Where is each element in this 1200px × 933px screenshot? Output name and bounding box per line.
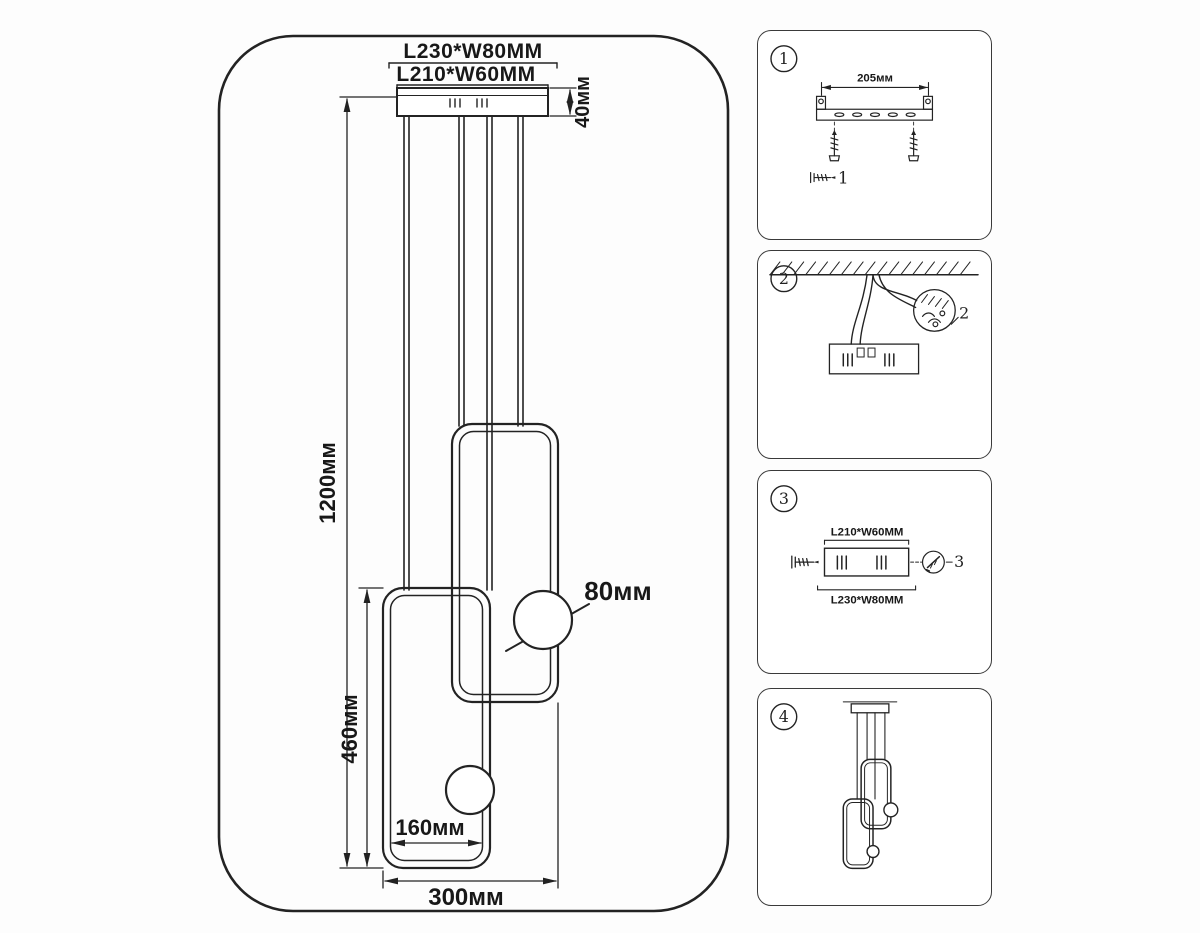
- step-4-number: 4: [779, 707, 789, 726]
- step-2-number: 2: [779, 269, 789, 288]
- step-3-label-outer: L230*W80MM: [831, 595, 904, 607]
- step-1-panel: 1 205мм 1: [757, 30, 992, 240]
- step-2-badge-circle: [770, 265, 798, 293]
- step-3-outer-dim-line: [817, 585, 917, 591]
- step-1-svg: 1 205мм 1: [770, 45, 934, 188]
- lower-ring: [381, 586, 492, 870]
- main-diagram-svg: L230*W80MM L210*W60MM 40мм 1200мм 80мм 4…: [217, 34, 730, 913]
- l230-dim-line: [388, 62, 558, 69]
- screw-right: [907, 121, 920, 162]
- step-3-badge-circle: [770, 485, 798, 513]
- step-3-screw-icon: [791, 555, 819, 569]
- label-l210-inner: L210*W60MM: [396, 63, 535, 86]
- dim-460-label: 460мм: [337, 694, 362, 763]
- mounting-bracket: [815, 95, 934, 121]
- step-2-panel: 2 2: [757, 250, 992, 459]
- step-4-panel: 4: [757, 688, 992, 906]
- ceiling-hatch: [769, 261, 979, 276]
- dim-300-line: [382, 702, 559, 889]
- step-3-svg: 3 L210*W60MM L230*W80MM 3: [770, 485, 964, 607]
- step-3-label-inner: L210*W60MM: [831, 526, 904, 538]
- step-4-badge-circle: [770, 703, 798, 731]
- dim-205-line: [820, 81, 930, 96]
- l210-dim-line: [396, 84, 549, 90]
- label-l230-outer: L230*W80MM: [403, 40, 542, 63]
- dim-160-label: 160мм: [395, 815, 464, 840]
- canopy-slots: [449, 98, 488, 108]
- canopy-drawing: [396, 87, 549, 117]
- wiring-detail-label: 2: [959, 303, 969, 322]
- dim-40-line: [549, 87, 577, 117]
- dim-460-line: [358, 587, 384, 867]
- step-4-svg: 4: [770, 701, 899, 870]
- dim-205-label: 205мм: [857, 73, 893, 85]
- ceiling-wires: [850, 274, 918, 345]
- mini-canopy: [850, 703, 890, 714]
- mini-lower-ring: [842, 798, 874, 870]
- upper-ring: [450, 422, 560, 704]
- assembled-lamp: [842, 701, 899, 870]
- step-3-inner-dim-line: [823, 539, 910, 545]
- step-3-number: 3: [779, 489, 789, 508]
- mini-ball-large: [883, 802, 899, 818]
- dim-300-label: 300мм: [428, 884, 504, 911]
- step-3-canopy-box: [823, 547, 910, 577]
- step-2-svg: 2 2: [769, 261, 979, 375]
- dim-80-label: 80мм: [584, 576, 651, 606]
- mini-ball-small: [866, 844, 880, 859]
- dim-40-label: 40мм: [572, 76, 594, 128]
- step-2-canopy-box: [828, 343, 920, 375]
- ball-small: [444, 764, 496, 816]
- rounded-border: [217, 34, 730, 913]
- suspension-wires: [403, 115, 524, 591]
- step-1-number: 1: [779, 49, 789, 68]
- step-1-badge-circle: [770, 45, 798, 73]
- step-3-screw-label: 3: [954, 552, 964, 571]
- mini-upper-ring: [860, 758, 892, 830]
- step-3-panel: 3 L210*W60MM L230*W80MM 3: [757, 470, 992, 674]
- wiring-detail-circle: [912, 288, 959, 332]
- dim-1200-line: [339, 96, 398, 869]
- mini-wires: [856, 712, 886, 800]
- screw-left: [828, 121, 841, 162]
- screw-size-label: 1: [838, 168, 849, 188]
- dim-1200-label: 1200мм: [315, 442, 340, 524]
- screw-size-icon: [810, 172, 836, 184]
- step-3-screw-circle: [910, 550, 953, 574]
- ball-large: [512, 589, 574, 651]
